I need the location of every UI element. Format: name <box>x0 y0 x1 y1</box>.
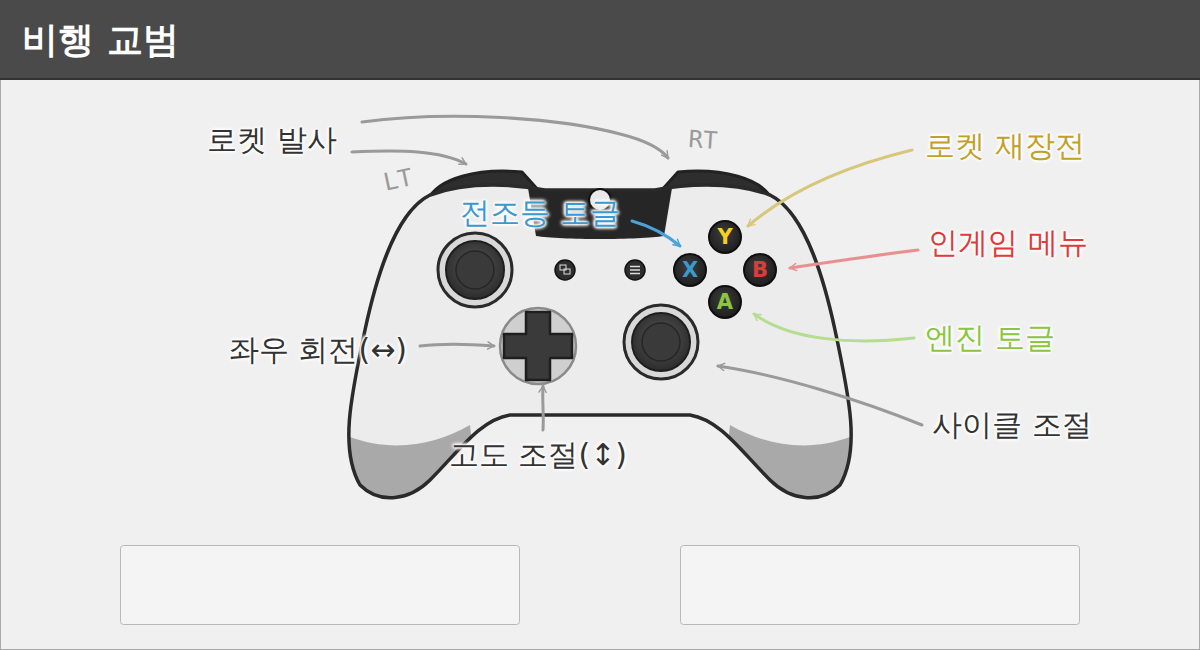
button-letter: A <box>717 292 733 313</box>
callout-label: 고도 조절(↕) <box>449 435 627 476</box>
face-button: B <box>743 253 777 287</box>
leader-line <box>748 150 912 226</box>
right-stick-cap <box>642 323 680 361</box>
callout-label: 좌우 회전(↔) <box>229 330 407 371</box>
leader-line <box>541 386 545 430</box>
right-grip-shade <box>720 425 870 520</box>
menu-button <box>625 260 645 280</box>
face-button: A <box>708 285 742 319</box>
empty-panel <box>681 546 1080 625</box>
callout-label: 로켓 발사 <box>207 120 337 161</box>
callout-label: 엔진 토글 <box>925 318 1055 359</box>
leader-line <box>718 366 922 425</box>
callout-label: 로켓 재장전 <box>925 126 1085 167</box>
header-rule <box>0 78 1200 80</box>
callout-label: 사이클 조절 <box>932 405 1092 446</box>
face-button: Y <box>708 220 742 254</box>
button-letter: X <box>682 260 698 281</box>
right-stick <box>632 313 690 371</box>
dpad-well <box>500 308 576 384</box>
right-stick-well <box>624 305 698 379</box>
leader-line <box>420 344 494 346</box>
empty-panel <box>121 546 520 625</box>
left-stick-well <box>438 233 512 307</box>
face-button: X <box>673 253 707 287</box>
leader-line <box>632 221 680 246</box>
view-button <box>555 260 575 280</box>
left-stick <box>446 241 504 299</box>
page-title: 비행 교범 <box>22 16 179 65</box>
controller-outline <box>349 185 851 498</box>
callout-label: 인게임 메뉴 <box>928 223 1088 264</box>
leader-line <box>352 151 466 164</box>
leader-line <box>790 250 918 268</box>
button-letter: Y <box>717 227 732 248</box>
leader-line <box>754 314 914 341</box>
trigger-label: RT <box>688 125 719 155</box>
button-letter: B <box>752 260 768 281</box>
dpad <box>504 312 572 380</box>
callout-label: 전조등 토글 <box>460 193 620 234</box>
header-bar <box>0 0 1200 80</box>
menu-icon <box>630 267 640 274</box>
trigger-label: LT <box>381 163 415 196</box>
view-icon <box>564 269 570 274</box>
left-stick-cap <box>456 251 494 289</box>
